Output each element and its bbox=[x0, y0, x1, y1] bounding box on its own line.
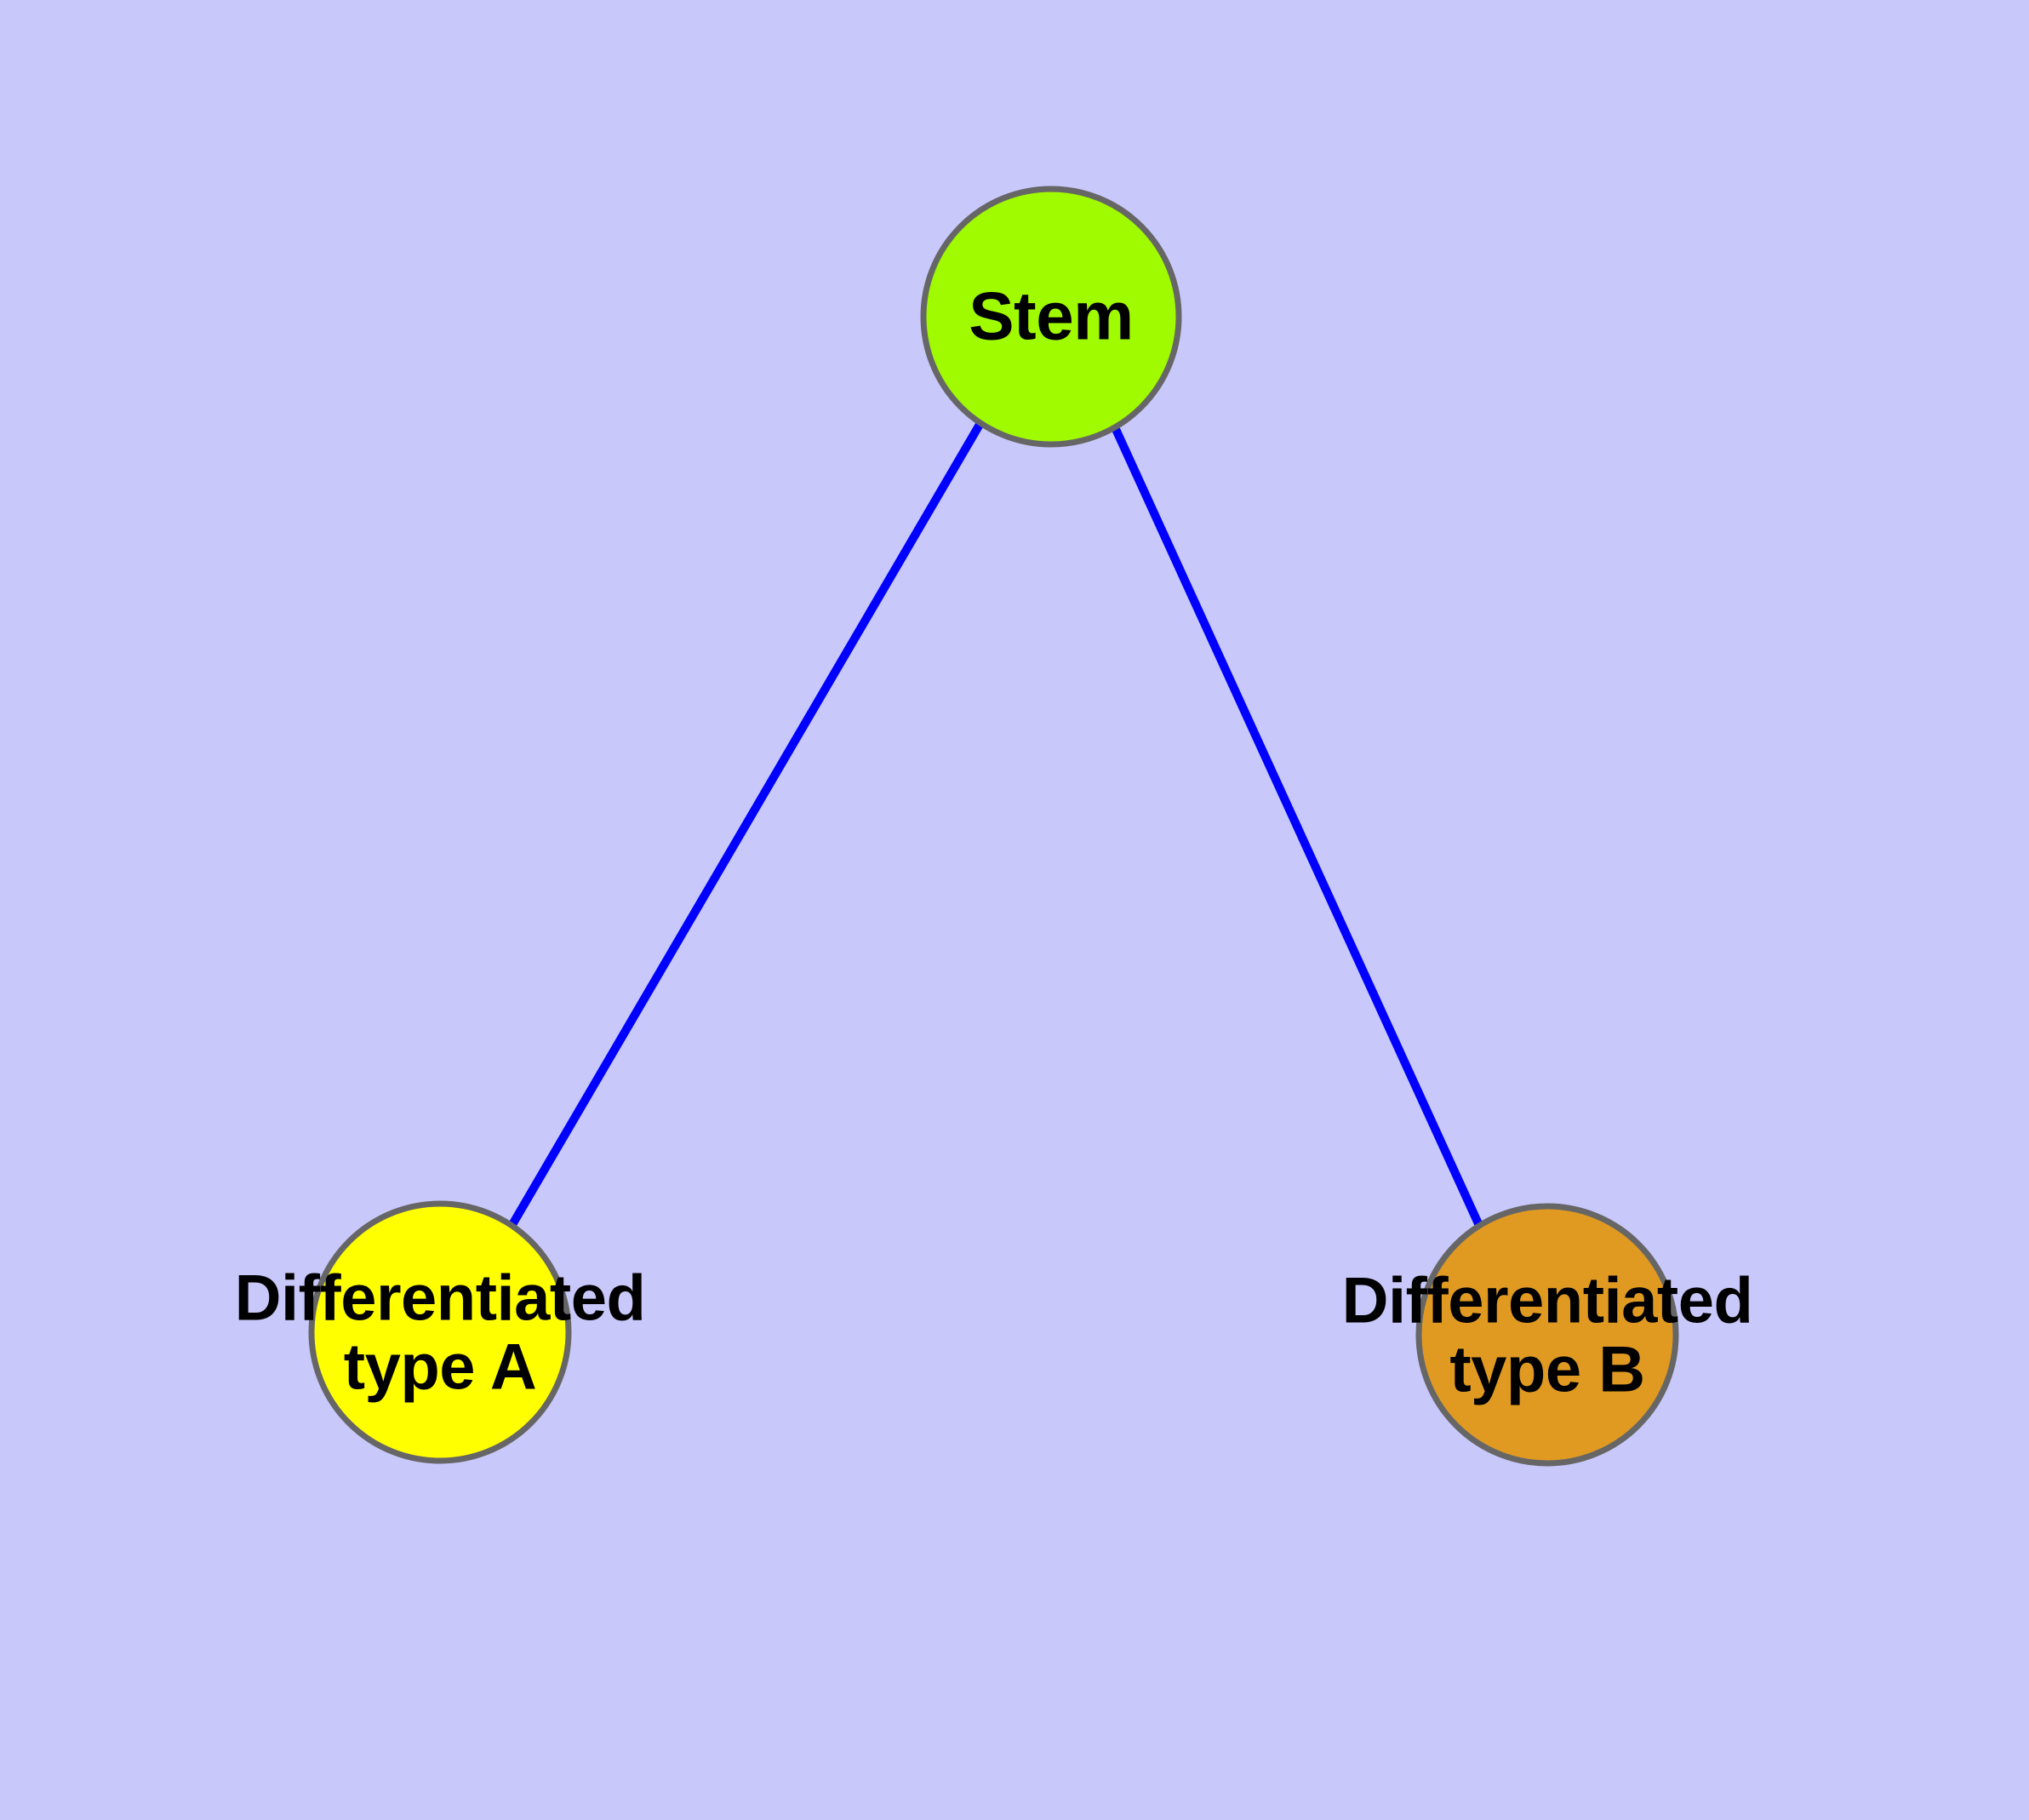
node-type-a[interactable] bbox=[308, 1200, 572, 1464]
node-layer bbox=[308, 186, 1679, 1467]
node-stem[interactable] bbox=[920, 186, 1182, 448]
edge-layer bbox=[506, 421, 1485, 1232]
edge-stem-to-type-b[interactable] bbox=[1111, 425, 1485, 1232]
edge-stem-to-type-a[interactable] bbox=[506, 421, 985, 1230]
node-type-b[interactable] bbox=[1415, 1203, 1679, 1467]
